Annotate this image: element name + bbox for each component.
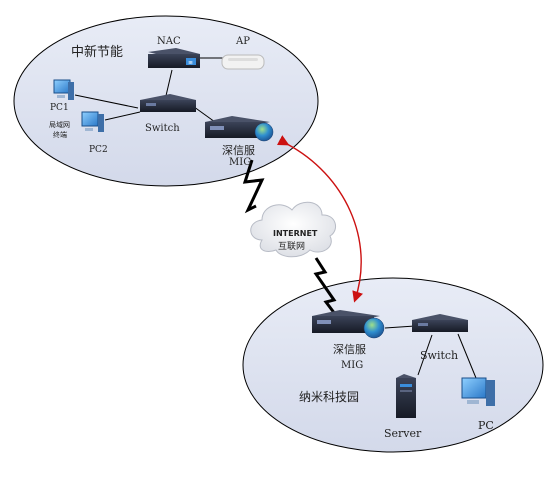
- mig-bottom-icon: [312, 310, 385, 339]
- switch-top-label: Switch: [145, 123, 180, 134]
- pc-bottom-label: PC: [478, 419, 494, 432]
- switch-top-icon: [140, 94, 196, 112]
- ap-device-icon: [221, 54, 265, 70]
- lan-terminal-label-1: 局域网: [49, 120, 70, 129]
- switch-bottom-label: Switch: [420, 349, 458, 362]
- pc1-icon: [53, 79, 74, 100]
- server-label: Server: [384, 427, 422, 440]
- site-bottom-name: 纳米科技园: [299, 390, 359, 404]
- site-top-name: 中新节能: [71, 44, 123, 60]
- mig-bottom-label-1: 深信服: [333, 343, 366, 356]
- mig-top-icon: [205, 116, 274, 142]
- pc2-label: PC2: [89, 145, 108, 155]
- vpn-tunnel-arrow: [276, 135, 363, 303]
- site-bottom-ellipse: [242, 277, 544, 453]
- pc1-label: PC1: [50, 103, 69, 113]
- ap-label: AP: [235, 36, 250, 47]
- lan-terminal-label-2: 终端: [53, 130, 67, 139]
- mig-top-label-2: MIG: [229, 157, 251, 168]
- internet-label-en: INTERNET: [273, 229, 318, 238]
- wan-link-top: [242, 159, 265, 214]
- nac-device-icon: ≋: [148, 48, 200, 68]
- nac-label: NAC: [157, 36, 181, 47]
- internet-label-zh: 互联网: [278, 241, 305, 252]
- pc2-icon: [81, 111, 104, 132]
- bottom-site-links: [384, 325, 477, 379]
- mig-bottom-label-2: MIG: [341, 360, 363, 371]
- svg-text:≋: ≋: [188, 60, 193, 67]
- server-icon: [396, 374, 416, 418]
- internet-cloud: [250, 201, 337, 258]
- mig-top-label-1: 深信服: [222, 144, 255, 157]
- switch-bottom-icon: [412, 314, 468, 332]
- pc-bottom-icon: [461, 377, 495, 406]
